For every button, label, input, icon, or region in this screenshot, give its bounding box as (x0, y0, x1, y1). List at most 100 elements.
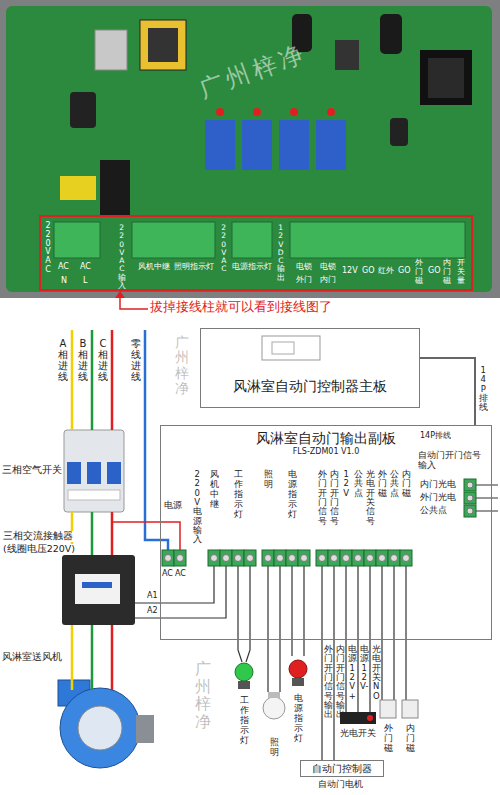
phase-wires (112, 522, 180, 550)
terminal-screw (277, 555, 284, 562)
terminal-label: 风机中继 (138, 262, 170, 271)
connector (420, 358, 475, 425)
contactor (62, 555, 135, 625)
part-label: (线圈电压220V) (2, 544, 76, 555)
signal-wires (268, 566, 280, 692)
signal-wires (382, 566, 406, 700)
terminal-label: L (83, 276, 87, 285)
terminal (464, 492, 476, 504)
door-magnets (380, 700, 418, 718)
terminal-label: GO (362, 266, 375, 275)
air-switch (64, 430, 124, 512)
pcb-photo (0, 0, 500, 298)
pcb-photo (253, 108, 261, 116)
main-board-detail (262, 336, 320, 360)
terminal (244, 550, 256, 566)
terminal (328, 550, 340, 566)
controller-main-board: 风淋室自动门控制器主板 (200, 328, 420, 408)
terminal (400, 550, 412, 566)
callout-arrow (115, 291, 125, 298)
pcb-photo (95, 30, 127, 70)
terminal-label: 光电开关信号 (366, 470, 375, 526)
terminal-screw (319, 555, 326, 562)
coil-label: A2 (147, 606, 158, 615)
terminal-label: 开关量 (457, 259, 465, 285)
pcb-photo (290, 108, 298, 116)
phase-wires (71, 330, 74, 690)
watermark: 广州梓净 (175, 335, 189, 397)
pcb-photo (60, 176, 96, 200)
terminal-label: 风机中继 (210, 470, 219, 510)
terminal (174, 550, 186, 566)
photo-sensor (340, 712, 376, 724)
door-magnets (402, 700, 418, 718)
pcb-photo (54, 222, 100, 258)
pcb-photo (420, 50, 472, 105)
part-label: 工作指示灯 (240, 696, 249, 745)
pcb-photo (148, 28, 178, 62)
pcb-photo (232, 222, 272, 258)
terminal-label: 电锁 (296, 262, 312, 271)
air-switch (64, 430, 124, 512)
air-switch (68, 490, 120, 500)
terminal-screw (391, 555, 398, 562)
terminal-label: 220V电源输入 (193, 470, 202, 545)
terminal-label: 12V (342, 470, 351, 498)
terminal-label: 照明指示灯 (174, 262, 214, 271)
part-label: 内门磁 (406, 724, 415, 754)
terminal (162, 550, 174, 566)
signal-wires (135, 485, 498, 760)
wire-label: A相进线 (58, 338, 68, 382)
pcb-photo (70, 92, 96, 128)
terminal-label: 内门磁 (443, 259, 451, 285)
indicator-lamps (238, 681, 250, 689)
contactor (62, 555, 135, 625)
terminal-label: 公共点 (390, 470, 399, 498)
terminal-screw (265, 555, 272, 562)
wire-label: 光电开关NO (372, 645, 381, 701)
signal-wires (476, 485, 498, 511)
terminal-label: 工作指示灯 (234, 470, 243, 519)
terminal-label: 内门光电 (420, 480, 456, 490)
pcb-photo (140, 20, 186, 70)
terminal-screw (223, 555, 230, 562)
terminal (352, 550, 364, 566)
wire-label: 外门开门信号输出 (324, 645, 333, 720)
terminal (364, 550, 376, 566)
signal-wires (238, 566, 250, 662)
photo-sensor (340, 712, 376, 724)
indicator-lamps (292, 678, 304, 686)
wire-label: 内门开门信号输出 (336, 645, 345, 720)
terminal-screw (331, 555, 338, 562)
cable-label: 14P排线 (479, 366, 488, 413)
terminal-label: GO (428, 266, 441, 275)
part-label: 外门磁 (384, 724, 393, 754)
terminal-label: 电源指示灯 (232, 262, 272, 271)
terminal-screw (165, 555, 172, 562)
part-label: 风淋室送风机 (2, 652, 62, 663)
terminal-label: 内门开门信号 (330, 470, 339, 526)
part-label: 电源指示灯 (294, 694, 303, 743)
terminal-screw (289, 555, 296, 562)
terminal (376, 550, 388, 566)
terminal-label: N (61, 276, 67, 285)
terminal-screw (367, 555, 374, 562)
photo-sensor (367, 715, 373, 721)
terminal (220, 550, 232, 566)
door-controller-box: 自动门控制器 (300, 760, 384, 777)
pcb-photo (316, 120, 346, 170)
terminal-label: 外门 (296, 275, 312, 284)
terminal-screw (177, 555, 184, 562)
connector (321, 640, 322, 760)
signal-wires (292, 566, 304, 656)
terminal-label: 红外 (378, 266, 394, 275)
pcb-photo (428, 58, 464, 98)
terminal-label: 电源指示灯 (288, 470, 297, 519)
terminal-label: 公共点 (354, 470, 363, 498)
terminal (274, 550, 286, 566)
board-title: 风淋室自动门控制器主板 (233, 378, 387, 395)
phase-wires (111, 330, 114, 690)
part-label: 三相交流接触器 (2, 531, 74, 542)
